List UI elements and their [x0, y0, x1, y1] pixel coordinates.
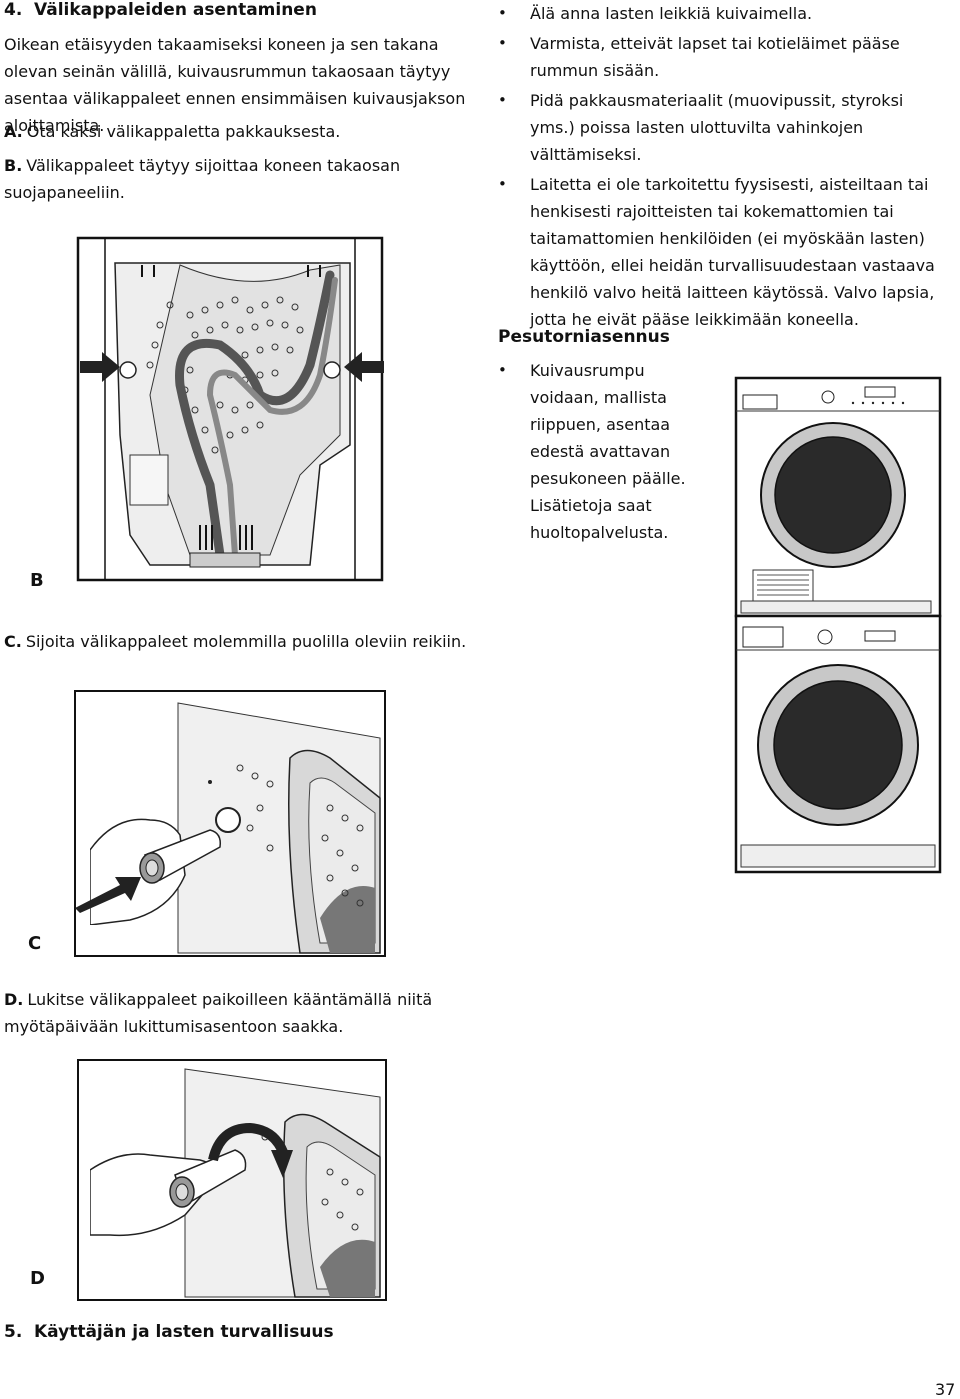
- arrow-icon: [344, 352, 384, 382]
- safety-item: Varmista, etteivät lapset tai kotieläime…: [498, 30, 943, 84]
- step-d: D.Lukitse välikappaleet paikoilleen kään…: [4, 986, 474, 1040]
- step-a-letter: A.: [4, 122, 23, 141]
- hand-icon: [90, 1120, 250, 1240]
- safety-item: Laitetta ei ole tarkoitettu fyysisesti, …: [498, 171, 943, 333]
- section-5-heading: 5. Käyttäjän ja lasten turvallisuus: [4, 1322, 334, 1342]
- safety-list: Älä anna lasten leikkiä kuivaimella. Var…: [498, 0, 943, 333]
- figure-b-label: B: [30, 570, 44, 591]
- section-5-title: Käyttäjän ja lasten turvallisuus: [34, 1322, 334, 1342]
- step-b: B.Välikappaleet täytyy sijoittaa koneen …: [4, 152, 444, 206]
- safety-item: Pidä pakkausmateriaalit (muovipussit, st…: [498, 87, 943, 168]
- figure-d-label: D: [30, 1268, 45, 1289]
- section-4-title: Välikappaleiden asentaminen: [34, 0, 317, 20]
- stacked-appliances-illustration: [733, 375, 943, 875]
- section-4-number: 4.: [4, 0, 23, 20]
- section-4-intro: Oikean etäisyyden takaamiseksi koneen ja…: [4, 35, 466, 135]
- step-c: C.Sijoita välikappaleet molemmilla puoli…: [4, 628, 474, 655]
- section-5-number: 5.: [4, 1322, 23, 1342]
- rotate-arrow-icon: [205, 1120, 295, 1190]
- step-c-text: Sijoita välikappaleet molemmilla puolill…: [25, 632, 467, 651]
- step-a-text: Ota kaksi välikappaletta pakkauksesta.: [26, 122, 341, 141]
- step-b-text: Välikappaleet täytyy sijoittaa koneen ta…: [4, 156, 401, 202]
- step-c-letter: C.: [4, 632, 22, 651]
- hand-icon: [90, 795, 230, 925]
- figure-c-label: C: [28, 933, 42, 954]
- figure-d-lock-spacer: [75, 1057, 390, 1302]
- figure-b-rear-panel: [70, 235, 390, 585]
- section-4-heading: 4. Välikappaleiden asentaminen: [4, 0, 317, 20]
- page-number: 37: [935, 1380, 956, 1399]
- arrow-icon: [75, 873, 145, 913]
- step-b-letter: B.: [4, 156, 23, 175]
- stacking-list: Kuivausrumpu voidaan, mallista riippuen,…: [498, 357, 698, 546]
- arrow-icon: [80, 352, 120, 382]
- step-d-text: Lukitse välikappaleet paikoilleen kääntä…: [4, 990, 433, 1036]
- safety-item: Älä anna lasten leikkiä kuivaimella.: [498, 0, 943, 27]
- step-d-letter: D.: [4, 990, 24, 1009]
- stacking-item: Kuivausrumpu voidaan, mallista riippuen,…: [498, 357, 698, 546]
- step-a: A.Ota kaksi välikappaletta pakkauksesta.: [4, 118, 474, 145]
- stacking-heading: Pesutorniasennus: [498, 327, 670, 347]
